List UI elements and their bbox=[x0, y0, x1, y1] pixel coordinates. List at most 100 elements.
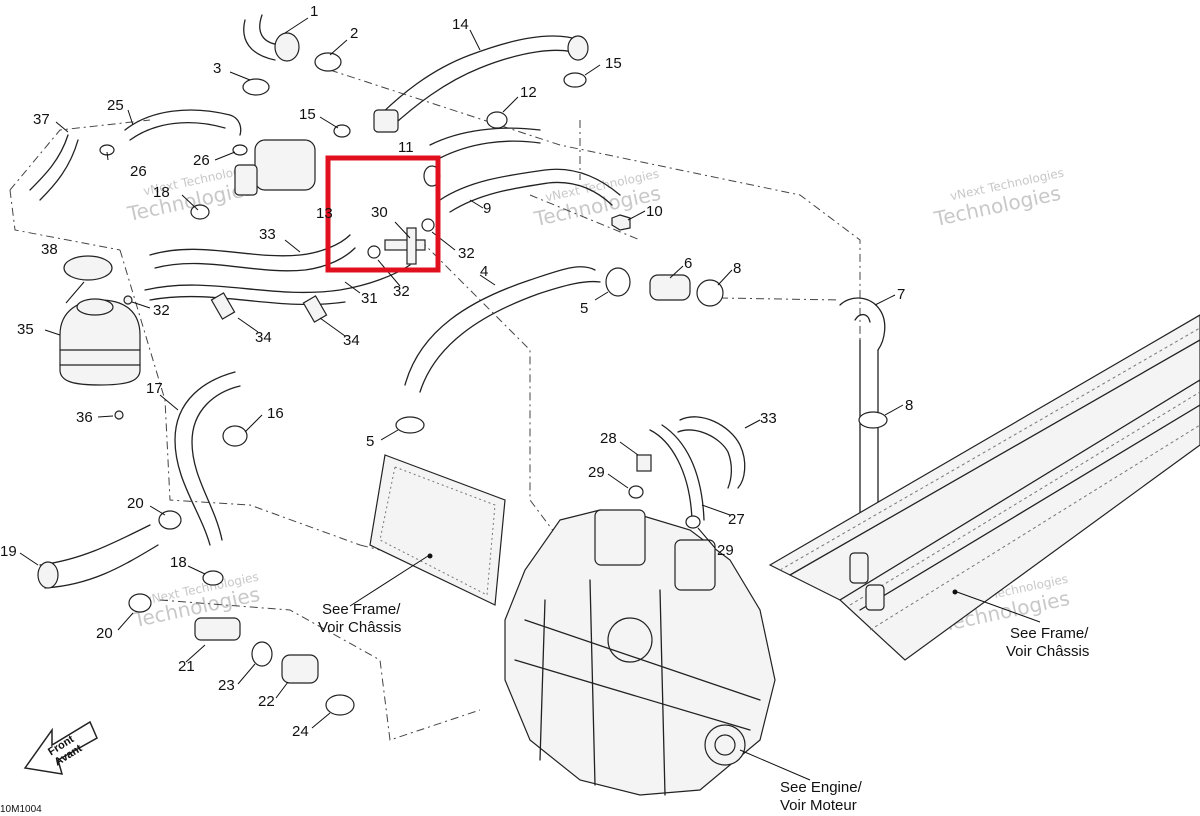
part-label-22: 22 bbox=[258, 693, 275, 710]
clamp-23 bbox=[251, 641, 273, 667]
part-label-29a: 29 bbox=[588, 464, 605, 481]
clamp-18 bbox=[190, 204, 210, 220]
thermostat-housing bbox=[254, 139, 316, 191]
part-label-2: 2 bbox=[350, 25, 358, 42]
part-label-14: 14 bbox=[452, 16, 469, 33]
clamp-12 bbox=[486, 111, 508, 129]
clamp-5b bbox=[395, 416, 425, 434]
part-label-34a: 34 bbox=[255, 329, 272, 346]
hoses-upper bbox=[29, 14, 886, 589]
part-label-3: 3 bbox=[213, 60, 221, 77]
screw-32c bbox=[123, 295, 133, 305]
part-label-32b: 32 bbox=[393, 283, 410, 300]
see-engine-line1: See Engine/ bbox=[780, 779, 863, 796]
fitting-28 bbox=[636, 454, 652, 472]
part-label-38: 38 bbox=[41, 241, 58, 258]
part-label-31: 31 bbox=[361, 290, 378, 307]
coolant-tank-35 bbox=[59, 298, 141, 386]
part-label-8b: 8 bbox=[905, 397, 913, 414]
part-label-8a: 8 bbox=[733, 260, 741, 277]
hose-22 bbox=[281, 654, 319, 684]
part-label-20a: 20 bbox=[127, 495, 144, 512]
part-label-12: 12 bbox=[520, 84, 537, 101]
part-label-18b: 18 bbox=[170, 554, 187, 571]
part-label-28: 28 bbox=[600, 430, 617, 447]
strap-34 bbox=[210, 292, 236, 320]
part-label-27: 27 bbox=[728, 511, 745, 528]
pressure-cap-38 bbox=[63, 255, 113, 281]
part-label-5a: 5 bbox=[580, 300, 588, 317]
radiator bbox=[369, 454, 506, 606]
part-label-19: 19 bbox=[0, 543, 17, 560]
clamp-15b bbox=[563, 72, 587, 88]
part-label-26b: 26 bbox=[193, 152, 210, 169]
part-label-30: 30 bbox=[371, 204, 388, 221]
part-label-32c: 32 bbox=[153, 302, 170, 319]
front-arrow: Front Avant bbox=[23, 720, 98, 775]
part-label-17: 17 bbox=[146, 380, 163, 397]
part-label-10: 10 bbox=[646, 203, 663, 220]
connector-14 bbox=[373, 109, 399, 133]
clamp-8b bbox=[858, 411, 888, 429]
part-label-9: 9 bbox=[483, 200, 491, 217]
frame-rails bbox=[768, 314, 1200, 661]
tee-30-stem bbox=[406, 227, 417, 265]
part-label-33b: 33 bbox=[760, 410, 777, 427]
part-label-29b: 29 bbox=[717, 542, 734, 559]
clamp-15 bbox=[333, 124, 351, 138]
part-labels: 1 2 3 4 5 5 6 7 8 8 9 10 11 12 13 14 15 … bbox=[0, 3, 913, 740]
clamp-26b bbox=[232, 144, 248, 156]
clamp-2 bbox=[314, 52, 342, 72]
document-code: 10M1004 bbox=[0, 804, 42, 815]
clamp-20 bbox=[158, 510, 182, 530]
part-label-7: 7 bbox=[897, 286, 905, 303]
see-frame-right-line1: See Frame/ bbox=[1010, 625, 1089, 642]
strap-34b bbox=[302, 295, 328, 323]
part-label-21: 21 bbox=[178, 658, 195, 675]
see-frame-left-line2: Voir Châssis bbox=[318, 619, 401, 636]
leader-lines bbox=[19, 17, 1041, 781]
part-label-25: 25 bbox=[107, 97, 124, 114]
see-engine-line2: Voir Moteur bbox=[780, 797, 857, 814]
see-frame-right-line2: Voir Châssis bbox=[1006, 643, 1089, 660]
clamp-3 bbox=[242, 78, 270, 96]
part-label-6: 6 bbox=[684, 255, 692, 272]
clamp-32b bbox=[367, 245, 381, 259]
part-label-11: 11 bbox=[398, 139, 414, 156]
highlight-box bbox=[325, 155, 441, 273]
screw-36 bbox=[114, 410, 124, 420]
clamp-29 bbox=[628, 485, 644, 499]
clamp-20b bbox=[128, 593, 152, 613]
tee-21 bbox=[194, 617, 241, 641]
part-label-15b: 15 bbox=[605, 55, 622, 72]
clamp-5 bbox=[605, 267, 631, 297]
clamp-24 bbox=[325, 694, 355, 716]
part-label-16: 16 bbox=[267, 405, 284, 422]
part-label-34b: 34 bbox=[343, 332, 360, 349]
clamp-8 bbox=[696, 279, 724, 307]
part-label-15a: 15 bbox=[299, 106, 316, 123]
hose-14-end bbox=[567, 35, 589, 61]
part-label-36: 36 bbox=[76, 409, 93, 426]
clamp-32 bbox=[421, 218, 435, 232]
part-label-35: 35 bbox=[17, 321, 34, 338]
part-label-24: 24 bbox=[292, 723, 309, 740]
engine-block bbox=[504, 509, 776, 796]
part-label-33a: 33 bbox=[259, 226, 276, 243]
part-label-5b: 5 bbox=[366, 433, 374, 450]
clamp-18b bbox=[202, 570, 224, 586]
nut-10 bbox=[611, 214, 631, 231]
part-label-1: 1 bbox=[310, 3, 318, 20]
clamp-29b bbox=[685, 515, 701, 529]
clamp-16 bbox=[222, 425, 248, 447]
part-label-37: 37 bbox=[33, 111, 50, 128]
part-label-4: 4 bbox=[480, 263, 488, 280]
part-label-18a: 18 bbox=[153, 184, 170, 201]
tee-30 bbox=[384, 239, 426, 251]
part-label-20b: 20 bbox=[96, 625, 113, 642]
hose-19-end bbox=[37, 561, 59, 589]
captions: See Frame/ Voir Châssis See Frame/ Voir … bbox=[0, 601, 1089, 815]
part-label-32a: 32 bbox=[458, 245, 475, 262]
elbow-1-end bbox=[274, 32, 300, 62]
